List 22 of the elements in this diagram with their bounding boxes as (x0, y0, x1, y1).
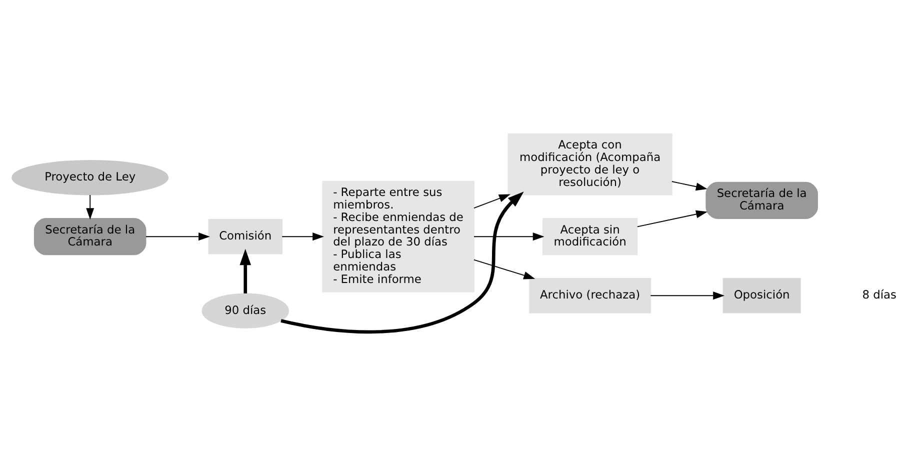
arrow (146, 232, 210, 241)
node-box: Archivo (rechaza) (529, 278, 651, 314)
arrow (86, 194, 94, 220)
label: 8 días (862, 288, 896, 302)
arrow (282, 232, 324, 241)
arrow (240, 248, 252, 294)
arrow (474, 259, 536, 280)
node-ellipse: 90 días (202, 293, 289, 328)
node-box: Comisión (208, 218, 282, 254)
node-box: Oposición (722, 278, 801, 314)
node-box: Secretaría de la Cámara (706, 182, 818, 219)
arrow (474, 232, 544, 241)
arrow (474, 194, 510, 209)
node-box: Secretaría de la Cámara (34, 218, 146, 256)
arrow (280, 192, 524, 334)
node-box: Acepta sin modificación (542, 218, 638, 256)
arrow (636, 210, 708, 228)
node-box: - Reparte entre sus miembros. - Recibe enmiendas de representantes dentro del plazo de 30 días - Publica las enmiendas - Emite informe (322, 180, 474, 292)
arrow (650, 292, 725, 300)
arrow (671, 181, 708, 191)
node-box: Acepta con modificación (Acompaña proyecto de ley o resolución) (508, 133, 672, 196)
node-ellipse: Proyecto de Ley (12, 160, 169, 196)
